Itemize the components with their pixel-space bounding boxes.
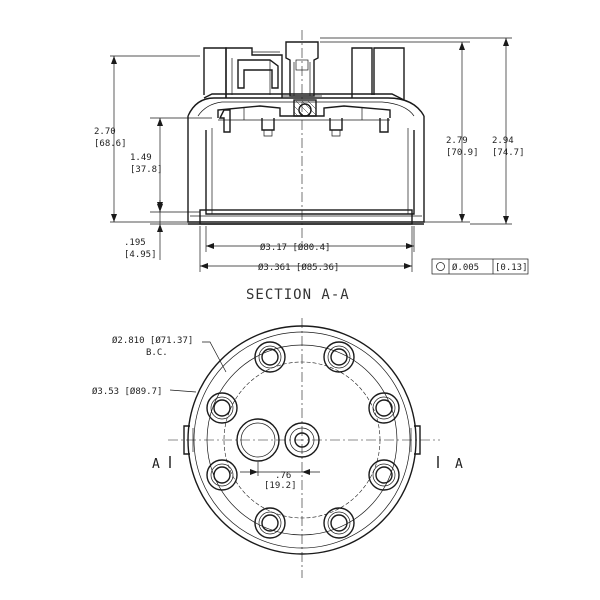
dim-2-79: 2.79 [446, 136, 468, 146]
dim-2-70-mm: [68.6] [94, 139, 127, 149]
dim-1-49: 1.49 [130, 153, 152, 163]
terminal-boss [254, 341, 286, 373]
terminal-boss [206, 459, 238, 491]
dim-76-mm: [19.2] [264, 481, 297, 491]
dim-76: .76 [275, 471, 291, 481]
cap-body [187, 93, 425, 223]
dim-2-94-mm: [74.7] [492, 148, 525, 158]
center-tower [282, 41, 322, 97]
terminal-bosses [206, 341, 400, 539]
dimension-lines [110, 37, 512, 272]
tolerance-value: Ø.005 [452, 262, 479, 273]
left-lug [183, 425, 190, 455]
dim-3-361: Ø3.361 [Ø85.36] [258, 262, 339, 273]
section-marker-right: A [455, 457, 463, 472]
terminal-boss [254, 507, 286, 539]
section-title: SECTION A-A [246, 287, 350, 303]
dim-2-70: 2.70 [94, 127, 116, 137]
dim-3-17: Ø3.17 [Ø80.4] [260, 242, 330, 253]
terminal-boss [368, 392, 400, 424]
dim-2-94: 2.94 [492, 136, 514, 146]
concentricity-icon [436, 262, 445, 271]
section-marker-left: A [152, 457, 160, 472]
terminal-boss [206, 392, 238, 424]
dim-195-mm: [4.95] [124, 250, 157, 260]
dim-2-79-mm: [70.9] [446, 148, 479, 158]
section-view: 2.70 [68.6] 1.49 [37.8] .195 [4.95] 2.79… [94, 30, 529, 303]
top-view: .76 [19.2] Ø2.810 [Ø71.37] B.C. Ø3.53 [Ø… [92, 318, 463, 578]
center-terminal [284, 422, 320, 458]
vent-hole [236, 418, 280, 462]
dim-1-49-mm: [37.8] [130, 165, 163, 175]
tolerance-frame: Ø.005 [0.13] [431, 258, 529, 275]
terminal-boss [368, 459, 400, 491]
terminal-towers [203, 47, 405, 100]
outer-rim [187, 325, 417, 555]
dim-bolt-circle: Ø2.810 [Ø71.37] [112, 335, 193, 346]
tolerance-mm: [0.13] [495, 263, 528, 273]
dim-bc-note: B.C. [146, 348, 168, 358]
center-insert [293, 99, 317, 117]
terminal-boss [323, 507, 355, 539]
flange [188, 209, 424, 225]
dim-195: .195 [124, 238, 146, 248]
right-lug [414, 425, 421, 455]
dimension-texts: 2.70 [68.6] 1.49 [37.8] .195 [4.95] 2.79… [94, 127, 525, 273]
terminal-boss [323, 341, 355, 373]
dim-3-53: Ø3.53 [Ø89.7] [92, 386, 162, 397]
